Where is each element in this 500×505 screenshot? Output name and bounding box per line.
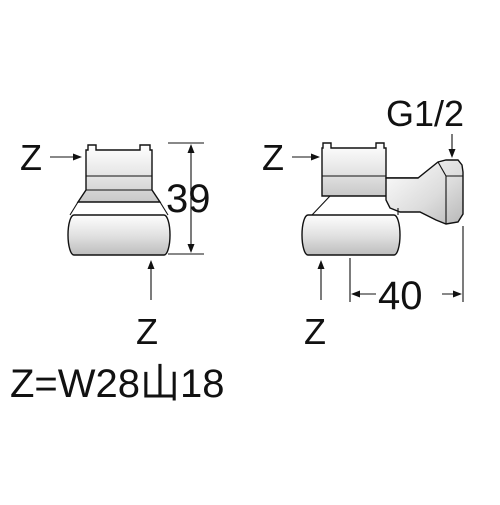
right-cap-edge-l	[311, 195, 331, 216]
height-dimension	[168, 142, 204, 255]
width-dimension-label-bg	[376, 276, 442, 312]
left-cap-edge-r	[159, 201, 169, 216]
left-adapter-cap	[67, 214, 171, 256]
nozzle-edge-1	[437, 161, 447, 177]
right-adapter	[301, 142, 464, 256]
height-dimension-label: 39	[166, 177, 211, 221]
left-cap-edge-l	[69, 201, 79, 216]
connection-formula: Z=W28山18	[10, 362, 225, 406]
right-z-side-arrow	[292, 153, 320, 161]
left-z-side-label: Z	[20, 137, 42, 178]
left-z-side-arrow	[50, 153, 82, 161]
left-z-bottom-arrow	[147, 260, 155, 300]
right-adapter-nozzle	[385, 159, 464, 225]
thread-callout-label: G1/2	[386, 93, 464, 134]
right-z-side-label: Z	[262, 137, 284, 178]
right-adapter-cap	[301, 214, 401, 256]
thread-callout-arrow	[448, 134, 456, 158]
right-z-bottom-label: Z	[304, 311, 326, 352]
right-z-bottom-arrow	[317, 260, 325, 300]
width-dimension-label: 40	[378, 274, 423, 318]
left-adapter	[67, 144, 171, 256]
left-adapter-thread	[76, 144, 162, 203]
left-z-bottom-label: Z	[136, 311, 158, 352]
